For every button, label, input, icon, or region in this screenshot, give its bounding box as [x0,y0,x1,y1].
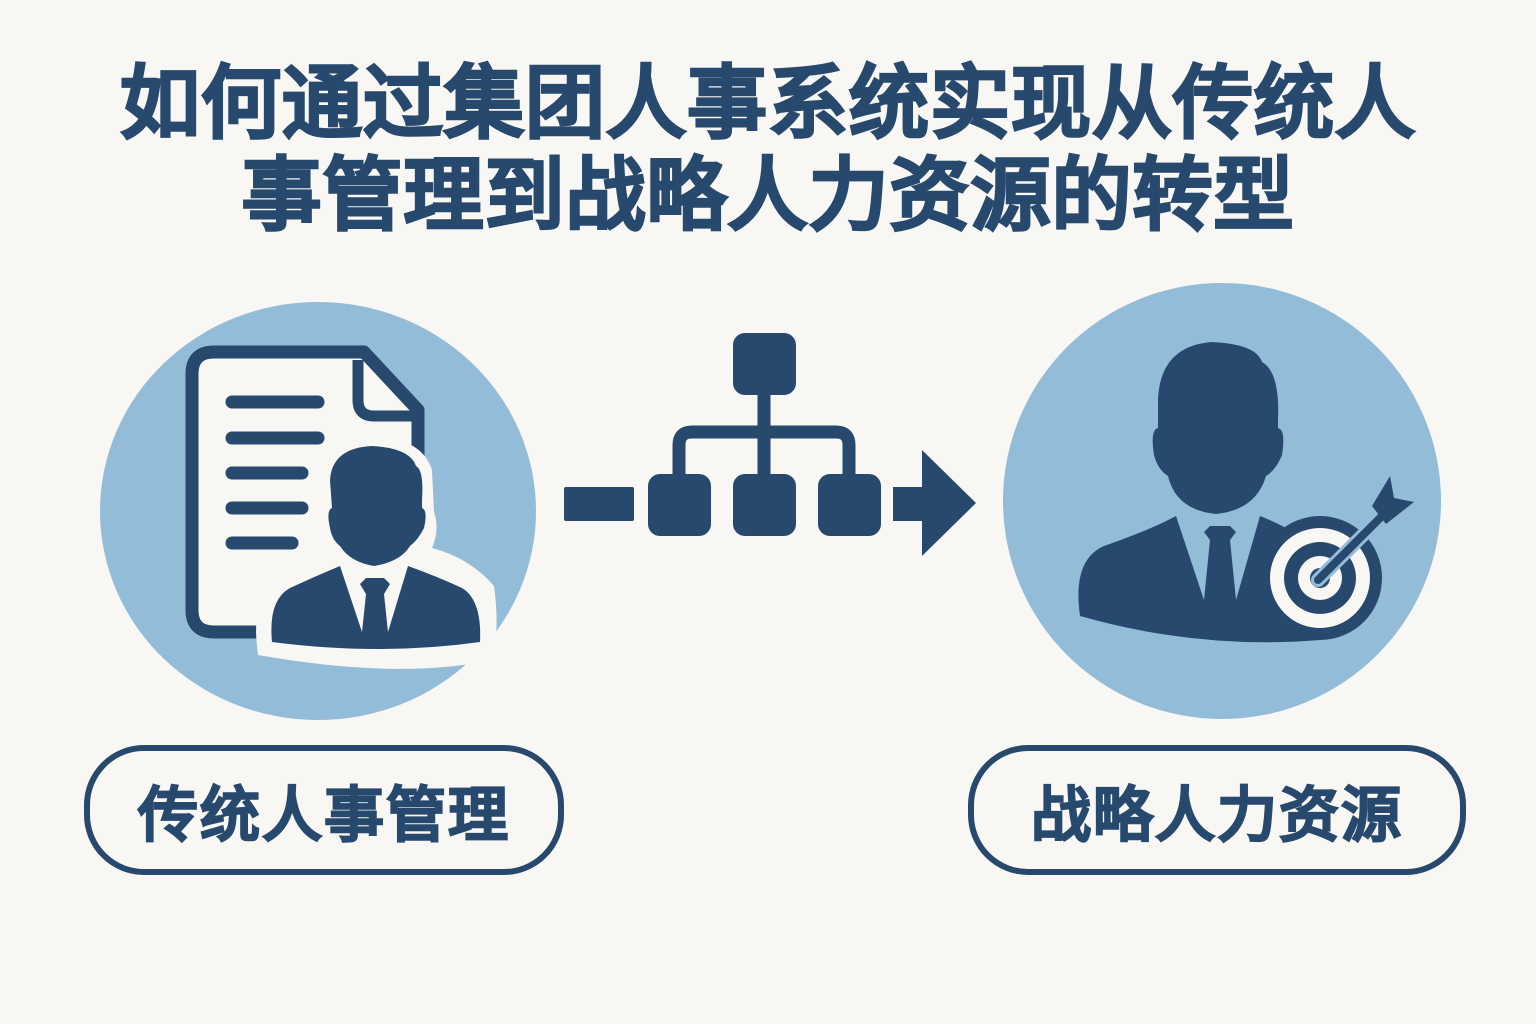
page-title: 如何通过集团人事系统实现从传统人 事管理到战略人力资源的转型 [0,57,1536,243]
strategic-hr-label: 战略人力资源 [968,745,1466,875]
title-line-2: 事管理到战略人力资源的转型 [241,149,1295,243]
title-line-1: 如何通过集团人事系统实现从传统人 [119,57,1416,151]
traditional-hr-label: 传统人事管理 [84,745,564,875]
